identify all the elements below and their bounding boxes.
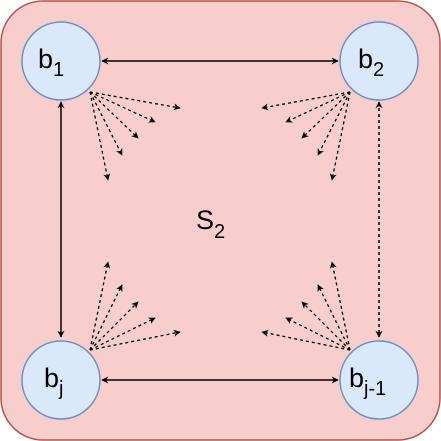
dashed-arrow <box>89 317 156 351</box>
dashed-arrow <box>89 284 123 351</box>
node-bj-label: bj <box>44 363 63 400</box>
region-label-main: S <box>196 205 214 235</box>
dashed-arrow <box>89 261 111 351</box>
node-bj-1-label: bj-1 <box>349 363 386 400</box>
outgoing-arrows-b1 <box>89 91 181 181</box>
region-label: S2 <box>196 205 225 243</box>
outgoing-arrows-b2 <box>261 91 351 181</box>
outgoing-arrows-bj-1 <box>261 261 351 351</box>
node-bj: bj <box>21 340 101 420</box>
node-b1: b1 <box>21 21 101 101</box>
dashed-arrow <box>261 329 351 351</box>
dashed-arrow <box>89 91 139 139</box>
dashed-arrow <box>329 91 351 181</box>
dashed-arrow <box>261 91 351 111</box>
node-b2-label: b2 <box>358 44 384 81</box>
dashed-arrow <box>89 301 139 351</box>
dashed-arrow <box>317 284 351 351</box>
dashed-arrow <box>329 261 351 351</box>
dashed-arrow <box>301 91 351 139</box>
dashed-arrow <box>89 91 111 181</box>
node-bj-1: bj-1 <box>339 340 419 420</box>
outgoing-arrows-bj <box>89 261 181 351</box>
node-b2: b2 <box>339 21 419 101</box>
dashed-arrow <box>301 301 351 351</box>
node-b1-label: b1 <box>38 44 64 81</box>
region-label-sub: 2 <box>214 221 225 243</box>
